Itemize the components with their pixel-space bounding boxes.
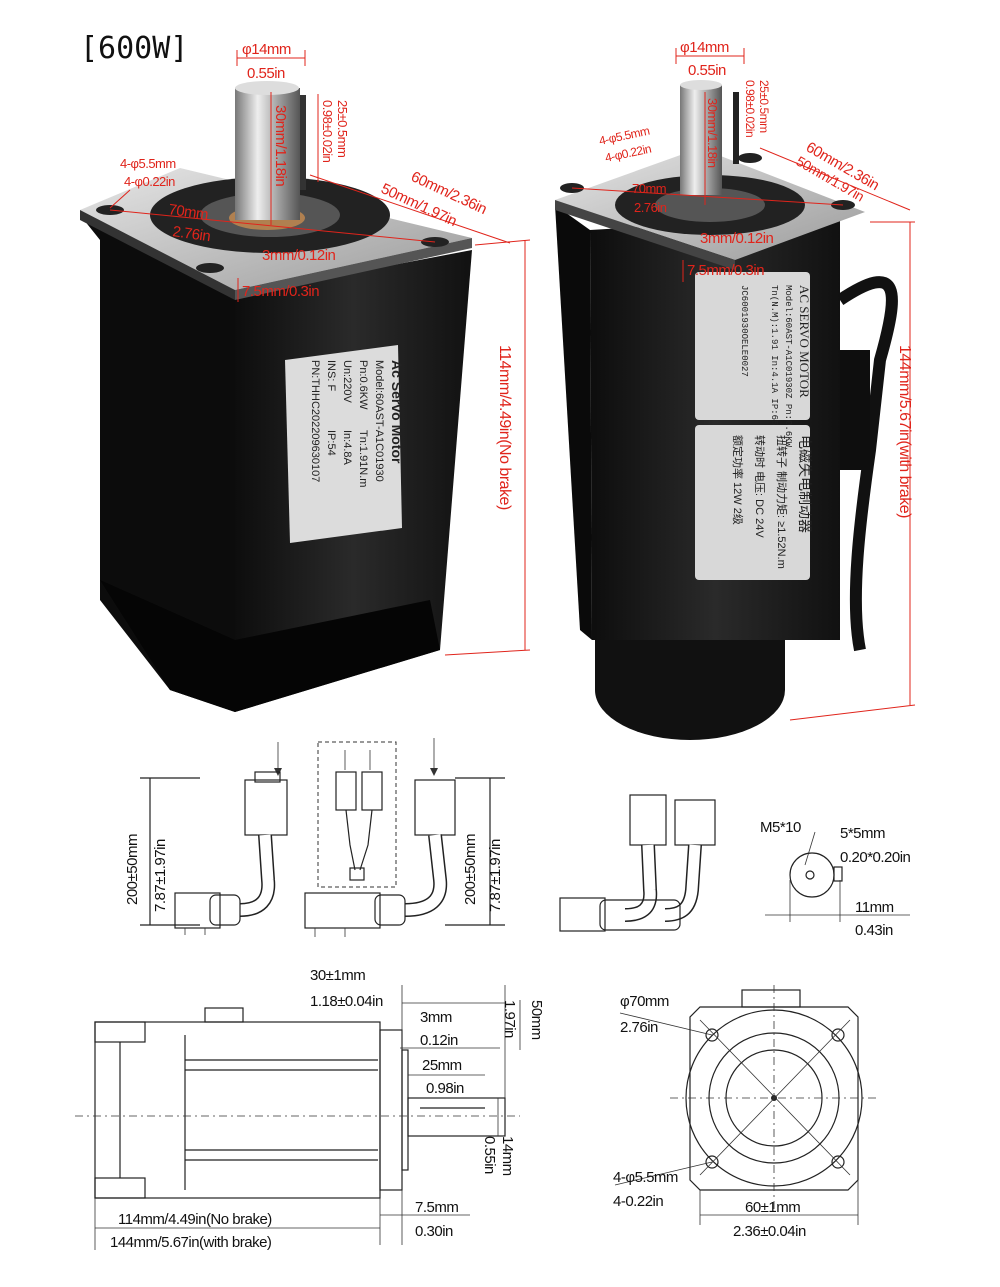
power-connector [244,779,288,836]
dimension-label: Tn:1.91N.m [357,430,369,487]
dimension-label: 3mm/0.12in [262,247,336,264]
dimension-label: Tn(N.M):1.91 In:4.1A IP:65 [769,285,779,425]
motor-with-brake-photo: AC SERVO MOTOR Model:60AST-A1C01930Z Pn:… [555,80,898,740]
dimension-label: Ac Servo Motor [389,360,405,464]
dimension-label: 0.30in [415,1223,453,1240]
dimension-label: 7.87±1.97in [487,839,504,912]
dimension-label: 7.87±1.97in [152,839,169,912]
dimension-label: 114mm/4.49in(No brake) [496,345,513,510]
dimension-label: 144mm/5.67in(with brake) [110,1234,272,1251]
dimension-label: 0.55in [688,62,726,79]
nameplate-with-brake: AC SERVO MOTOR Model:60AST-A1C01930Z Pn:… [695,272,813,580]
dimension-label: 0.98±0.02in [320,100,335,163]
dimension-label: 11mm [855,899,894,916]
dimension-label: 114mm/4.49in(No brake) [118,1211,272,1228]
dimension-label: φ14mm [242,41,291,58]
power-rating-title: [600W] [80,31,188,66]
motor-no-brake-photo: Ac Servo Motor Model:60AST-A1C01930 Pn:0… [80,81,472,712]
dimension-label: 0.20*0.20in [840,849,911,866]
dimension-label: AC SERVO MOTOR [797,285,812,398]
dimension-label: 25±0.5mm [757,80,771,133]
shaft [235,88,300,220]
dimension-label: φ70mm [620,993,669,1010]
dimension-label: 转动时 电压: DC 24V [753,435,767,538]
dimension-label: 144mm/5.67in(with brake) [896,345,913,518]
encoder-connector [414,779,456,836]
dimension-label: 5*5mm [840,825,885,842]
dimension-label: 2.76in [634,200,667,215]
dimension-label: 2.36±0.04in [733,1223,806,1240]
front-view-drawing: φ70mm 2.76in 4-φ5.5mm 4-0.22in 60±1mm 2.… [613,985,878,1240]
dimension-label: JC6001930OELE0027 [739,285,749,377]
dimension-label: In:4.8A [341,430,353,466]
dimension-label: 电磁失电制动器 [797,435,813,533]
dimension-label: Model:60AST-A1C01930Z Pn:0.6KW [783,285,793,448]
dimension-label: 200±50mm [124,834,141,905]
dimension-label: 0.98in [426,1080,464,1097]
dimension-label: 0.55in [481,1136,498,1174]
dimension-label: 4-φ0.22in [124,174,175,189]
dimension-label: 2.76in [171,223,211,245]
dimension-label: 30±1mm [310,967,365,984]
dimension-label: 7.5mm/0.3in [242,283,319,300]
cable-drawings-no-brake: 200±50mm 7.87±1.97in 200±50mm 7.87±1.97i… [124,738,505,937]
shaft [680,85,722,195]
dimension-label: 2.76in [620,1019,658,1036]
dimension-label: 4-φ5.5mm [120,156,176,171]
dimension-label: 0.43in [855,922,893,939]
cable-drawings-with-brake [559,794,716,932]
dimension-label: INS: F [325,360,337,391]
dimension-label: 25mm [422,1057,462,1074]
dimension-label: 14mm [499,1136,516,1176]
dimension-label: 1.18±0.04in [310,993,383,1010]
dimension-label: 30mm/1.18in [272,105,289,186]
dimension-label: 7.5mm/0.3in [687,262,764,279]
dimension-label: 60±1mm [745,1199,800,1216]
dimension-label: 扭转子 制动力矩: ≥1.52N.m [775,435,789,569]
dimension-label: PN:THHC202209630107 [309,360,321,482]
dimension-label: 4-φ5.5mm [613,1169,678,1186]
dimension-label: 30mm/1.18in [705,98,720,168]
dimension-label: 50mm [528,1000,545,1040]
dimension-label: 70mm [632,181,666,196]
dimension-label: 70mm [167,201,209,223]
dimension-label: Model:60AST-A1C01930 [373,360,385,482]
shaft-end-detail: M5*10 5*5mm 0.20*0.20in 11mm 0.43in [760,819,911,939]
nameplate-no-brake: Ac Servo Motor Model:60AST-A1C01930 Pn:0… [285,345,405,543]
dimension-label: 3mm/0.12in [700,230,774,247]
dimension-label: 200±50mm [462,834,479,905]
dimension-label: 0.98±0.02in [743,80,757,137]
dimension-label: IP:54 [325,430,337,456]
side-view-drawing: 30±1mm 1.18±0.04in 3mm 0.12in 25mm 0.98i… [75,967,545,1251]
dimension-label: 4-0.22in [613,1193,663,1210]
dimension-label: 3mm [420,1009,452,1026]
dimension-label: 25±0.5mm [335,100,350,157]
dimension-label: Un:220V [341,360,353,403]
dimension-label: φ14mm [680,39,729,56]
dimension-label: 0.12in [420,1032,458,1049]
dimension-label: 额定功率 12W 2级 [731,435,745,525]
dimension-label: 7.5mm [415,1199,458,1216]
dimension-label: M5*10 [760,819,801,836]
dimension-label: Pn:0.6KW [357,360,369,410]
dimension-label: 0.55in [247,65,285,82]
dimension-label: 1.97in [501,1000,518,1038]
